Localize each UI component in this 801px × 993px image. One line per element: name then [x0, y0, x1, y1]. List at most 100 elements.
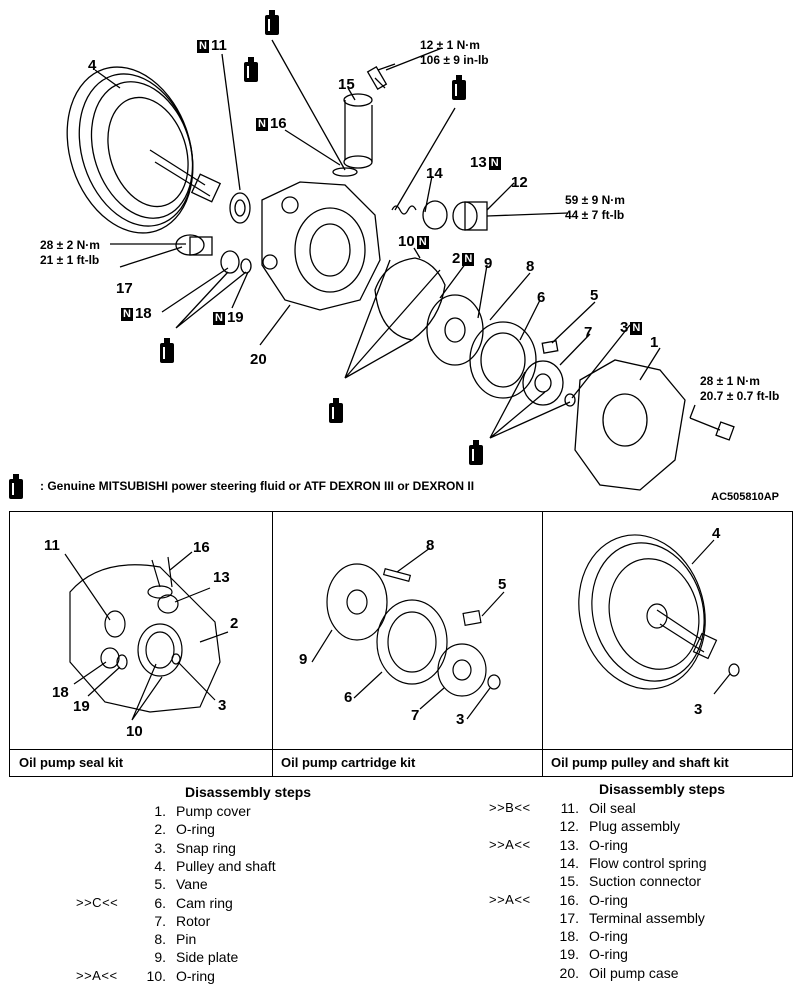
- step-item: 2. O-ring: [136, 820, 215, 838]
- kit-caption-cartridge: Oil pump cartridge kit: [272, 749, 542, 776]
- step-item: 9.Side plate: [136, 948, 238, 966]
- kit-label-11: 11: [44, 537, 60, 554]
- step-number: 5.: [154, 876, 166, 893]
- step-number: 15.: [559, 873, 579, 890]
- step-name: O-ring: [176, 821, 215, 838]
- step-name: Suction connector: [589, 873, 702, 890]
- label-7: 7: [584, 324, 593, 341]
- kit-label-16: 16: [193, 539, 210, 556]
- kit-caption-seal: Oil pump seal kit: [10, 749, 272, 776]
- step-number: 17.: [559, 909, 579, 926]
- step-number: 11.: [560, 800, 579, 816]
- kit-label-3c: 3: [694, 701, 703, 718]
- step-item: 5. Vane: [136, 875, 208, 893]
- label-5: 5: [590, 287, 599, 304]
- label-15: 15: [338, 76, 355, 93]
- step-name: Side plate: [176, 949, 239, 966]
- n-mark: N: [121, 308, 133, 321]
- step-number: 2.: [154, 821, 166, 838]
- step-tag: >>A<<: [489, 891, 531, 907]
- steps-title-right: Disassembly steps: [599, 781, 726, 797]
- step-name: O-ring: [589, 946, 628, 963]
- label-8: 8: [526, 258, 535, 275]
- n-mark: N: [630, 322, 643, 335]
- step-tag: >>B<<: [489, 800, 531, 815]
- step-item: 1. Pump cover: [136, 802, 251, 820]
- step-item: 7.Rotor: [136, 912, 210, 930]
- steps-title-left: Disassembly steps: [185, 784, 312, 800]
- step-number: 6.: [154, 894, 166, 911]
- step-item: 18.O-ring: [549, 927, 628, 945]
- step-name: Plug assembly: [589, 818, 681, 835]
- step-name: Oil pump case: [589, 964, 679, 981]
- kit-label-3b: 3: [456, 711, 465, 728]
- step-item: 17. Terminal assembly: [549, 909, 705, 927]
- kit-pulley: 4 3 Oil pump pulley and shaft kit: [542, 512, 792, 776]
- cartridge-kit-drawing: [311, 547, 505, 720]
- kit-label-18: 18: [52, 684, 69, 701]
- step-name: Terminal assembly: [589, 909, 705, 926]
- step-item: 3.Snap ring: [136, 839, 236, 857]
- kit-panels: 11 16 13 2 18 19 3 10 Oil pump seal kit …: [9, 511, 793, 777]
- label-4: 4: [88, 57, 97, 74]
- n-mark: N: [197, 40, 209, 53]
- kit-caption-pulley: Oil pump pulley and shaft kit: [542, 749, 792, 776]
- n-mark: N: [213, 312, 225, 325]
- step-name: Pulley and shaft: [176, 857, 276, 874]
- step-name: O-ring: [176, 967, 215, 984]
- kit-label-13: 13: [213, 569, 230, 586]
- step-item: 8. Pin: [136, 930, 196, 948]
- kit-label-7: 7: [411, 707, 420, 724]
- step-number: 8.: [154, 931, 166, 948]
- label-20: 20: [250, 351, 267, 368]
- step-item: 10. O-ring: [136, 967, 215, 985]
- step-name: Flow control spring: [589, 854, 707, 871]
- kit-label-6: 6: [344, 689, 353, 706]
- fluid-note: : Genuine MITSUBISHI power steering flui…: [40, 479, 475, 493]
- step-number: 1.: [154, 803, 166, 819]
- step-tag: >>A<<: [489, 836, 531, 852]
- step-item: 19.O-ring: [549, 945, 628, 963]
- step-number: 16.: [559, 891, 579, 908]
- step-number: 14.: [559, 854, 579, 871]
- step-item: 4. Pulley and shaft: [136, 857, 276, 875]
- n-mark: N: [488, 157, 501, 170]
- step-name: O-ring: [589, 891, 628, 908]
- kit-cartridge: 8 5 9 6 7 3 Oil pump cartridge kit: [272, 512, 543, 776]
- kit-label-4: 4: [712, 525, 721, 542]
- step-item: 14. Flow control spring: [549, 854, 707, 872]
- step-name: Rotor: [176, 912, 211, 929]
- seal-kit-drawing: [64, 551, 229, 721]
- kit-label-19: 19: [73, 698, 90, 715]
- step-number: 3.: [154, 839, 166, 856]
- kit-label-8: 8: [426, 537, 435, 554]
- kit-label-5: 5: [498, 576, 507, 593]
- step-item: 15. Suction connector: [549, 872, 702, 890]
- step-name: Pump cover: [176, 803, 251, 819]
- step-name: Vane: [176, 876, 208, 893]
- kit-label-10: 10: [126, 723, 143, 740]
- step-item: 20.Oil pump case: [549, 964, 679, 982]
- step-name: Cam ring: [176, 894, 233, 911]
- step-name: Pin: [176, 931, 197, 948]
- label-12: 12: [511, 174, 528, 191]
- step-tag: >>C<<: [76, 894, 119, 910]
- step-number: 12.: [559, 818, 579, 835]
- step-item: 11.Oil seal: [549, 799, 636, 817]
- step-number: 18.: [559, 928, 579, 945]
- label-17: 17: [116, 280, 133, 297]
- exploded-view-drawing: [9, 10, 735, 499]
- step-number: 4.: [154, 857, 166, 874]
- kit-seal: 11 16 13 2 18 19 3 10 Oil pump seal kit: [10, 512, 273, 776]
- step-name: O-ring: [589, 836, 628, 853]
- label-6: 6: [537, 289, 546, 306]
- step-number: 10.: [146, 967, 166, 984]
